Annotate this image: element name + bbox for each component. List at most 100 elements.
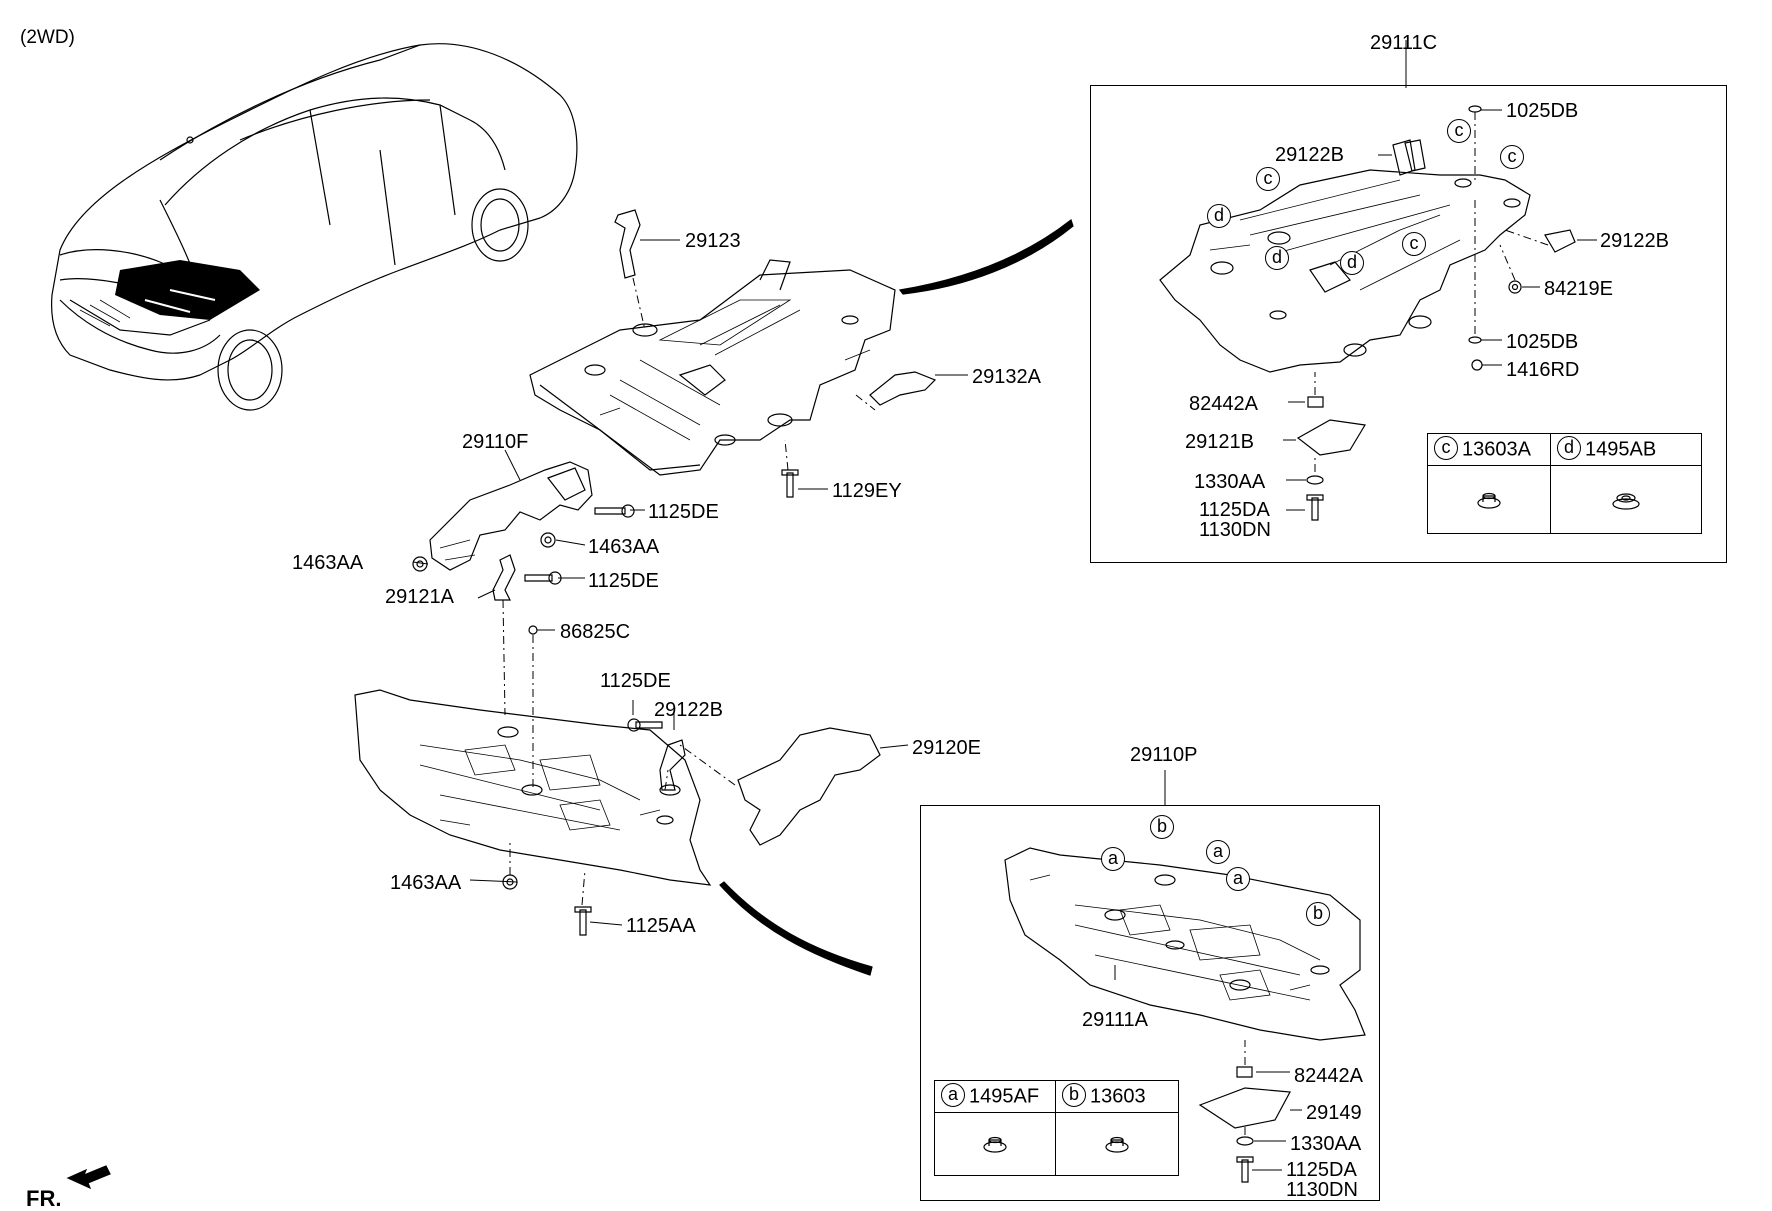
callout-c: c [1256, 167, 1280, 191]
label-1129EY: 1129EY [832, 480, 902, 502]
legend-image-1495AB [1550, 465, 1702, 534]
legend-image-1495AF [934, 1112, 1056, 1176]
washer-1330AA [1306, 475, 1324, 485]
bolt-1129EY [781, 469, 799, 498]
car-illustration [50, 43, 578, 411]
callout-a: a [1206, 840, 1230, 864]
legend-callout-d: d [1557, 435, 1581, 460]
washer-1330AA-lower [1236, 1136, 1254, 1146]
bolt-1125AA [574, 906, 592, 936]
callout-c: c [1447, 119, 1471, 143]
legend-image-13603 [1055, 1112, 1179, 1176]
callout-d: d [1207, 204, 1231, 228]
upper-detail-box [1090, 85, 1727, 563]
pointer-arc-upper [898, 219, 1074, 295]
nut-13603A-icon [1477, 492, 1501, 509]
bolt-1125DA-upper [1306, 494, 1324, 521]
fastener-86825C [528, 625, 538, 635]
bolt-1125DA-lower [1236, 1156, 1254, 1183]
label-1025DB-b: 1025DB [1506, 331, 1579, 353]
label-1125DE-b: 1125DE [588, 570, 659, 592]
label-82442A-lower: 82442A [1294, 1065, 1363, 1087]
label-29110F: 29110F [462, 431, 529, 453]
label-1125DE-c: 1125DE [600, 670, 671, 692]
callout-c: c [1500, 145, 1524, 169]
label-1130DN-lower: 1130DN [1286, 1179, 1358, 1201]
label-29132A: 29132A [972, 366, 1041, 388]
callout-b: b [1150, 815, 1174, 839]
label-29122B-b: 29122B [1275, 144, 1344, 166]
label-1330AA-lower: 1330AA [1290, 1133, 1362, 1155]
nut-13603-icon [1105, 1136, 1129, 1153]
callout-a: a [1226, 867, 1250, 891]
grommet-1495AF-icon [983, 1136, 1007, 1153]
bracket-29120E [737, 727, 881, 846]
upper-box-title: 29111C [1370, 32, 1438, 54]
bracket-29123 [614, 209, 641, 279]
label-29121A: 29121A [385, 586, 454, 608]
plate-29149 [1198, 1087, 1291, 1129]
legend-part-13603A: 13603A [1462, 437, 1531, 460]
plate-29121B [1296, 419, 1366, 456]
legend-part-1495AB: 1495AB [1585, 437, 1657, 460]
fastener-1463AA-a [540, 532, 556, 548]
front-arrow-icon [66, 1165, 111, 1190]
pointer-arc-lower [719, 881, 873, 976]
fastener-1125DE-a [594, 504, 635, 518]
label-29122B-c: 29122B [1600, 230, 1669, 252]
fastener-1125DE-c [627, 718, 663, 732]
label-86825C: 86825C [560, 621, 631, 643]
label-1025DB-a: 1025DB [1506, 100, 1579, 122]
label-1125AA: 1125AA [626, 915, 696, 937]
grommet-1495AB-icon [1612, 492, 1640, 510]
nut-82442A-lower [1236, 1066, 1253, 1078]
label-29122B-a: 29122B [654, 699, 723, 721]
bracket-29121A [492, 554, 516, 601]
label-29111A: 29111A [1082, 1009, 1148, 1031]
label-82442A-upper: 82442A [1189, 393, 1258, 415]
label-1463AA-c: 1463AA [390, 872, 462, 894]
label-1125DE-a: 1125DE [648, 501, 719, 523]
label-1463AA-b: 1463AA [292, 552, 364, 574]
lower-box-title: 29110P [1130, 744, 1198, 766]
clip-29122B-right [1544, 229, 1576, 253]
callout-d: d [1265, 246, 1289, 270]
bracket-29132A [869, 371, 937, 406]
callout-b: b [1306, 902, 1330, 926]
direction-label: FR. [26, 1186, 62, 1211]
label-1330AA-upper: 1330AA [1194, 471, 1266, 493]
label-29120E: 29120E [912, 737, 981, 759]
bracket-29110F [429, 461, 593, 571]
fastener-1125DE-b [524, 571, 562, 585]
legend-callout-b: b [1062, 1082, 1086, 1107]
label-29123: 29123 [685, 230, 741, 252]
dashed-guides [502, 112, 1549, 1135]
callout-a: a [1101, 847, 1125, 871]
leader-lines [412, 40, 1597, 1171]
callout-c: c [1402, 232, 1426, 256]
label-1130DN-upper: 1130DN [1199, 519, 1271, 541]
legend-callout-c: c [1434, 435, 1458, 460]
lower-detail-box [920, 805, 1380, 1201]
label-29121B: 29121B [1185, 431, 1254, 453]
label-1463AA-a: 1463AA [588, 536, 660, 558]
legend-part-1495AF: 1495AF [969, 1084, 1040, 1107]
label-29149: 29149 [1306, 1102, 1362, 1124]
label-1125DA-upper: 1125DA [1199, 499, 1270, 521]
variant-label: (2WD) [20, 27, 75, 48]
clip-29122B-top [1392, 139, 1426, 176]
label-1416RD: 1416RD [1506, 359, 1580, 381]
callout-d: d [1340, 251, 1364, 275]
label-84219E: 84219E [1544, 278, 1613, 300]
front-under-cover [354, 689, 712, 886]
fastener-84219E [1508, 280, 1522, 294]
legend-image-13603A [1427, 465, 1551, 534]
legend-callout-a: a [941, 1082, 965, 1107]
